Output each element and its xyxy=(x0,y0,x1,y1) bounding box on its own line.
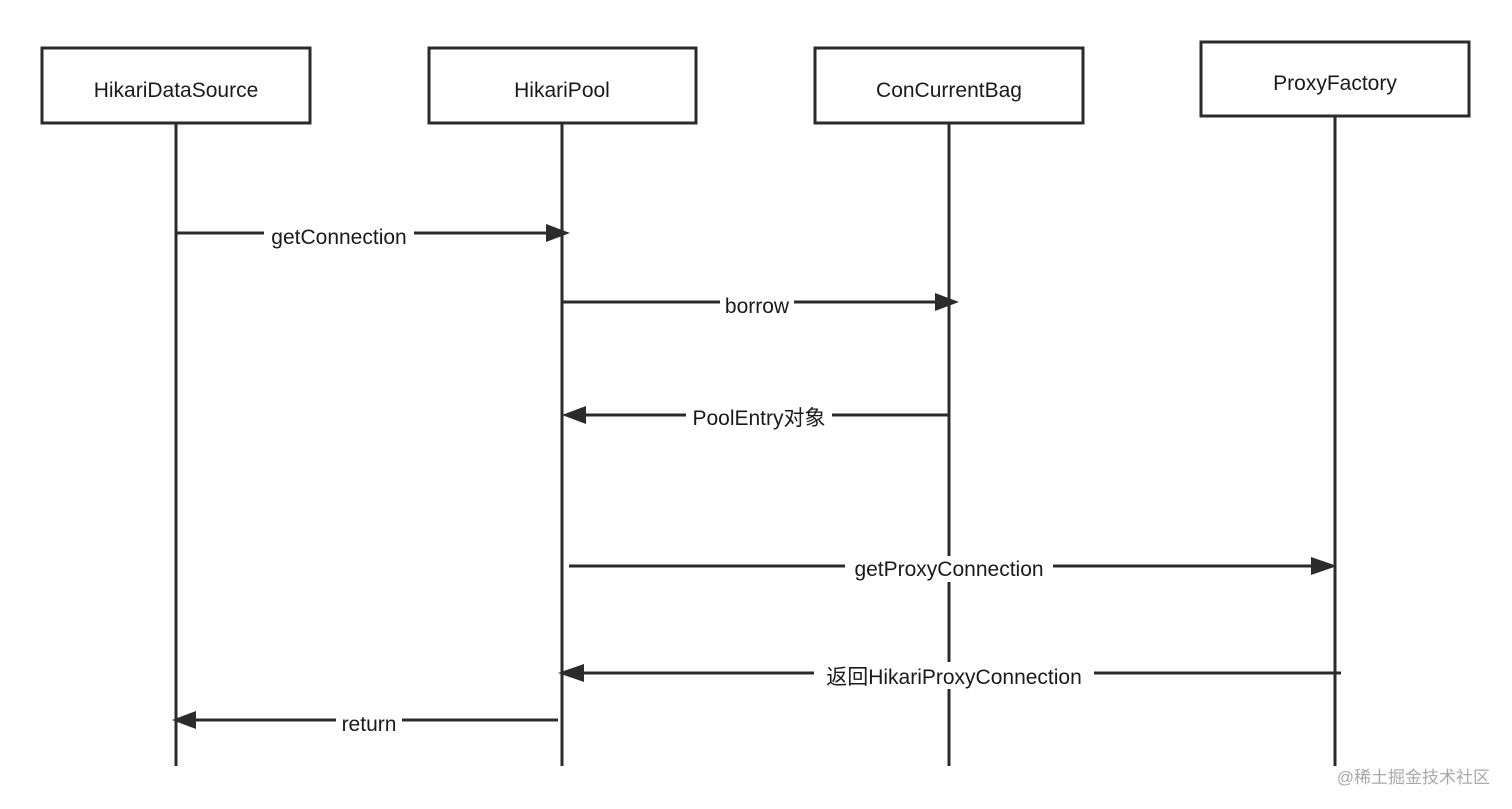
arrowhead-right-icon xyxy=(935,293,959,311)
label-background xyxy=(686,404,832,430)
message-return-hikari-proxy-connection: 返回HikariProxyConnection xyxy=(558,662,1341,689)
arrowhead-left-icon xyxy=(172,711,196,729)
participant-label: ProxyFactory xyxy=(1273,72,1397,95)
participant-box xyxy=(1199,40,1471,118)
message-get-connection: getConnection xyxy=(176,224,570,249)
message-return: return xyxy=(172,710,558,736)
arrowhead-right-icon xyxy=(1311,557,1337,575)
message-label: getConnection xyxy=(271,226,406,249)
message-label: getProxyConnection xyxy=(854,558,1043,581)
message-get-proxy-connection: getProxyConnection xyxy=(569,556,1337,582)
message-label: borrow xyxy=(725,295,790,318)
participant-label: HikariPool xyxy=(514,79,610,102)
message-pool-entry: PoolEntry对象 xyxy=(562,404,949,430)
message-label: 返回HikariProxyConnection xyxy=(826,666,1082,689)
label-background xyxy=(264,224,414,248)
participant-box xyxy=(427,46,698,125)
label-background xyxy=(814,662,1094,689)
participant-label: HikariDataSource xyxy=(94,79,259,102)
message-borrow: borrow xyxy=(562,293,959,318)
participant-concurrent-bag: ConCurrentBag xyxy=(813,46,1085,125)
label-background xyxy=(336,710,402,736)
participant-hikari-data-source: HikariDataSource xyxy=(40,46,312,125)
arrowhead-left-icon xyxy=(558,664,584,682)
participant-proxy-factory: ProxyFactory xyxy=(1199,40,1471,118)
message-label: return xyxy=(342,713,397,736)
arrowhead-left-icon xyxy=(562,406,586,424)
label-background xyxy=(845,556,1053,582)
arrowhead-right-icon xyxy=(546,224,570,242)
participant-box xyxy=(40,46,312,125)
participant-label: ConCurrentBag xyxy=(876,79,1022,102)
watermark: @稀土掘金技术社区 xyxy=(1337,768,1490,787)
participant-hikari-pool: HikariPool xyxy=(427,46,698,125)
message-label: PoolEntry对象 xyxy=(692,407,825,430)
label-background xyxy=(720,293,794,317)
